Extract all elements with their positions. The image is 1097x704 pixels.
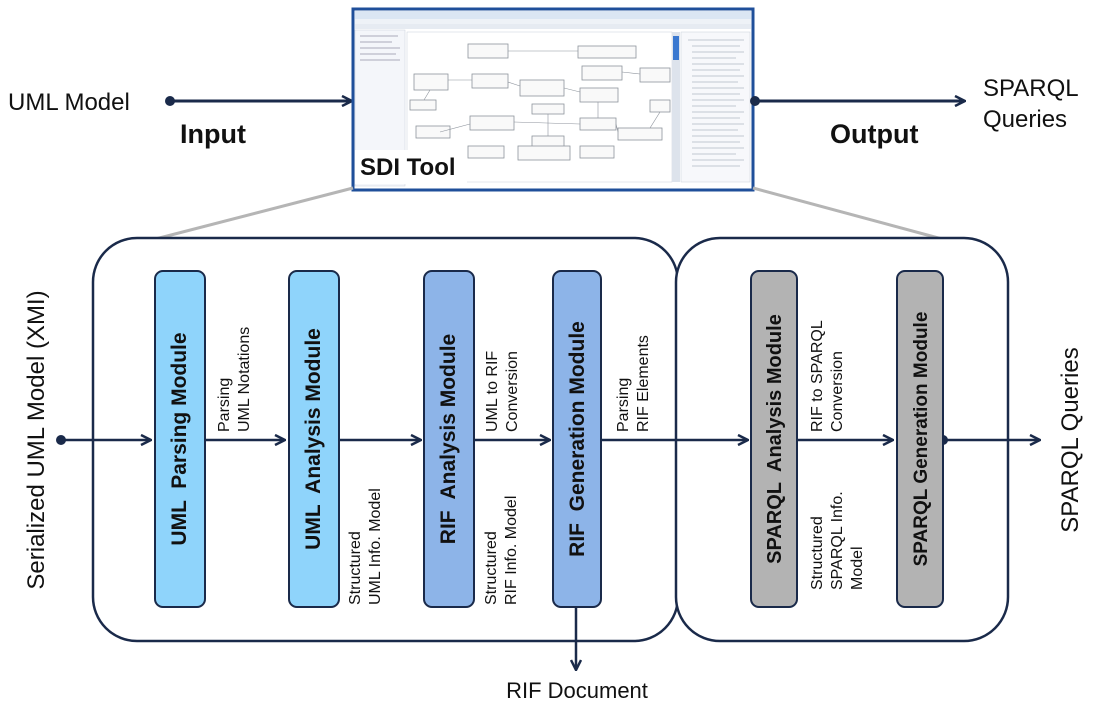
output-label: Output bbox=[830, 119, 918, 149]
module-rif-analysis-label: RIF Analysis Module bbox=[437, 334, 460, 544]
flow-label-struct-uml-1: Structured bbox=[347, 531, 364, 605]
top-input-arrow bbox=[165, 96, 352, 106]
flow-label-parsing-rif-2: RIF Elements bbox=[635, 335, 652, 432]
module-uml-parsing-label: UML Parsing Module bbox=[168, 332, 191, 545]
top-output-arrow bbox=[750, 96, 965, 106]
rif-document-label: RIF Document bbox=[506, 678, 648, 703]
module-rif-generation-box bbox=[552, 270, 602, 608]
flow-label-rif-to-sparql-2: Conversion bbox=[829, 351, 846, 432]
module-rif-generation: RIF Generation Module bbox=[552, 270, 602, 608]
flow-label-parsing-uml-1: Parsing bbox=[216, 378, 233, 432]
module-uml-analysis: UML Analysis Module bbox=[288, 270, 340, 608]
flow-label-parsing-uml-2: UML Notations bbox=[236, 327, 253, 432]
uml-model-label: UML Model bbox=[8, 89, 130, 116]
zoom-line-left bbox=[139, 186, 354, 245]
flow-label-struct-sparql-2: SPARQL Info. bbox=[829, 491, 846, 590]
sdi-tool-screenshot: SDI Tool bbox=[351, 7, 755, 192]
sparql-queries-label-line1: SPARQL bbox=[983, 75, 1079, 102]
pipeline-output-label: SPARQL Queries bbox=[1057, 347, 1084, 532]
module-rif-analysis: RIF Analysis Module bbox=[423, 270, 475, 608]
zoom-line-right bbox=[752, 186, 958, 245]
module-sparql-generation: SPARQL Generation Module bbox=[896, 270, 944, 608]
flow-label-parsing-rif-1: Parsing bbox=[615, 378, 632, 432]
flow-label-struct-sparql-1: Structured bbox=[809, 516, 826, 590]
flow-label-struct-rif-1: Structured bbox=[483, 531, 500, 605]
flow-label-uml-to-rif-1: UML to RIF bbox=[484, 351, 501, 432]
flow-label-rif-to-sparql-1: RIF to SPARQL bbox=[809, 320, 826, 432]
flow-labels: Parsing UML Notations Structured UML Inf… bbox=[216, 320, 866, 605]
module-uml-analysis-label: UML Analysis Module bbox=[302, 328, 325, 550]
module-sparql-generation-box bbox=[896, 270, 944, 608]
module-uml-parsing-box bbox=[154, 270, 206, 608]
module-sparql-generation-label: SPARQL Generation Module bbox=[911, 312, 932, 567]
flow-label-uml-to-rif-2: Conversion bbox=[504, 351, 521, 432]
module-rif-generation-label: RIF Generation Module bbox=[566, 321, 589, 557]
flow-label-struct-rif-2: RIF Info. Model bbox=[503, 496, 520, 605]
module-sparql-analysis: SPARQL Analysis Module bbox=[750, 270, 798, 608]
sdi-tool-label: SDI Tool bbox=[360, 154, 456, 181]
pipeline-input-label: Serialized UML Model (XMI) bbox=[23, 290, 50, 589]
module-uml-parsing: UML Parsing Module bbox=[154, 270, 206, 608]
sparql-queries-label-line2: Queries bbox=[983, 106, 1067, 133]
module-uml-analysis-box bbox=[288, 270, 340, 608]
module-rif-analysis-box bbox=[423, 270, 475, 608]
flow-label-struct-uml-2: UML Info. Model bbox=[367, 488, 384, 605]
flow-label-struct-sparql-3: Model bbox=[849, 546, 866, 590]
input-label: Input bbox=[180, 119, 246, 149]
main-flow bbox=[56, 435, 1040, 670]
module-sparql-analysis-box bbox=[750, 270, 798, 608]
module-sparql-analysis-label: SPARQL Analysis Module bbox=[764, 314, 786, 564]
